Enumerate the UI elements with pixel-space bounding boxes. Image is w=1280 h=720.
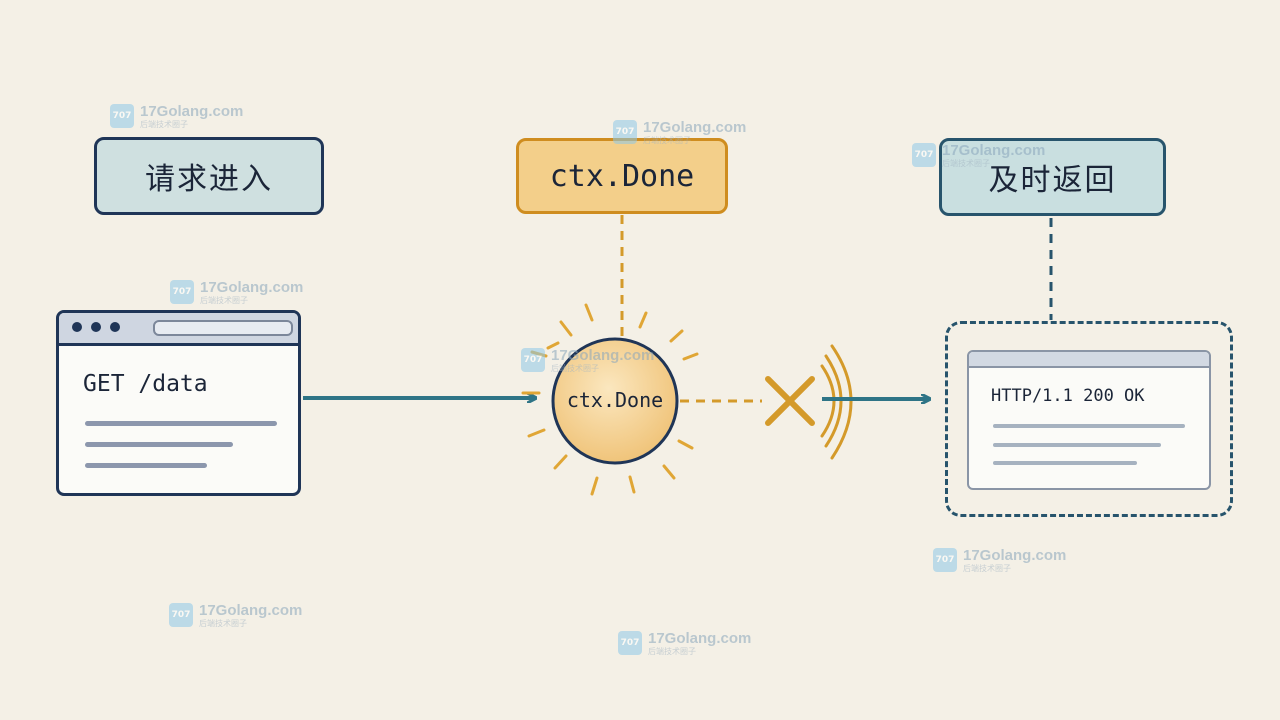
content-line xyxy=(993,424,1185,428)
content-line xyxy=(85,421,277,426)
cancel-x-icon xyxy=(765,376,815,426)
request-text: GET /data xyxy=(83,371,208,397)
ctx-done-label: ctx.Done xyxy=(516,138,728,214)
response-text: HTTP/1.1 200 OK xyxy=(991,386,1145,406)
signal-waves-icon xyxy=(820,344,853,460)
watermark-logo-icon: 707 xyxy=(170,280,194,304)
content-line xyxy=(993,461,1137,465)
browser-titlebar xyxy=(969,352,1209,368)
window-dot-icon xyxy=(72,322,82,332)
request-in-label: 请求进入 xyxy=(94,137,324,215)
ctx-done-signal-text: ctx.Done xyxy=(566,388,664,412)
content-line xyxy=(85,442,233,447)
response-dashed-frame xyxy=(945,321,1233,517)
watermark-logo-icon: 707 xyxy=(618,631,642,655)
watermark-logo-icon: 707 xyxy=(613,120,637,144)
window-dot-icon xyxy=(91,322,101,332)
watermark-logo-icon: 707 xyxy=(933,548,957,572)
request-browser-window: GET /data xyxy=(56,310,301,496)
address-bar xyxy=(153,320,293,336)
ctx-done-sun-circle xyxy=(551,337,679,465)
response-browser-window: HTTP/1.1 200 OK xyxy=(967,350,1211,490)
content-line xyxy=(993,443,1161,447)
return-now-label: 及时返回 xyxy=(939,138,1166,216)
watermark-logo-icon: 707 xyxy=(912,143,936,167)
content-line xyxy=(85,463,207,468)
browser-titlebar xyxy=(59,313,298,346)
watermark-logo-icon: 707 xyxy=(521,348,545,372)
sun-rays xyxy=(521,303,699,496)
watermark-logo-icon: 707 xyxy=(169,603,193,627)
window-dot-icon xyxy=(110,322,120,332)
watermark-logo-icon: 707 xyxy=(110,104,134,128)
